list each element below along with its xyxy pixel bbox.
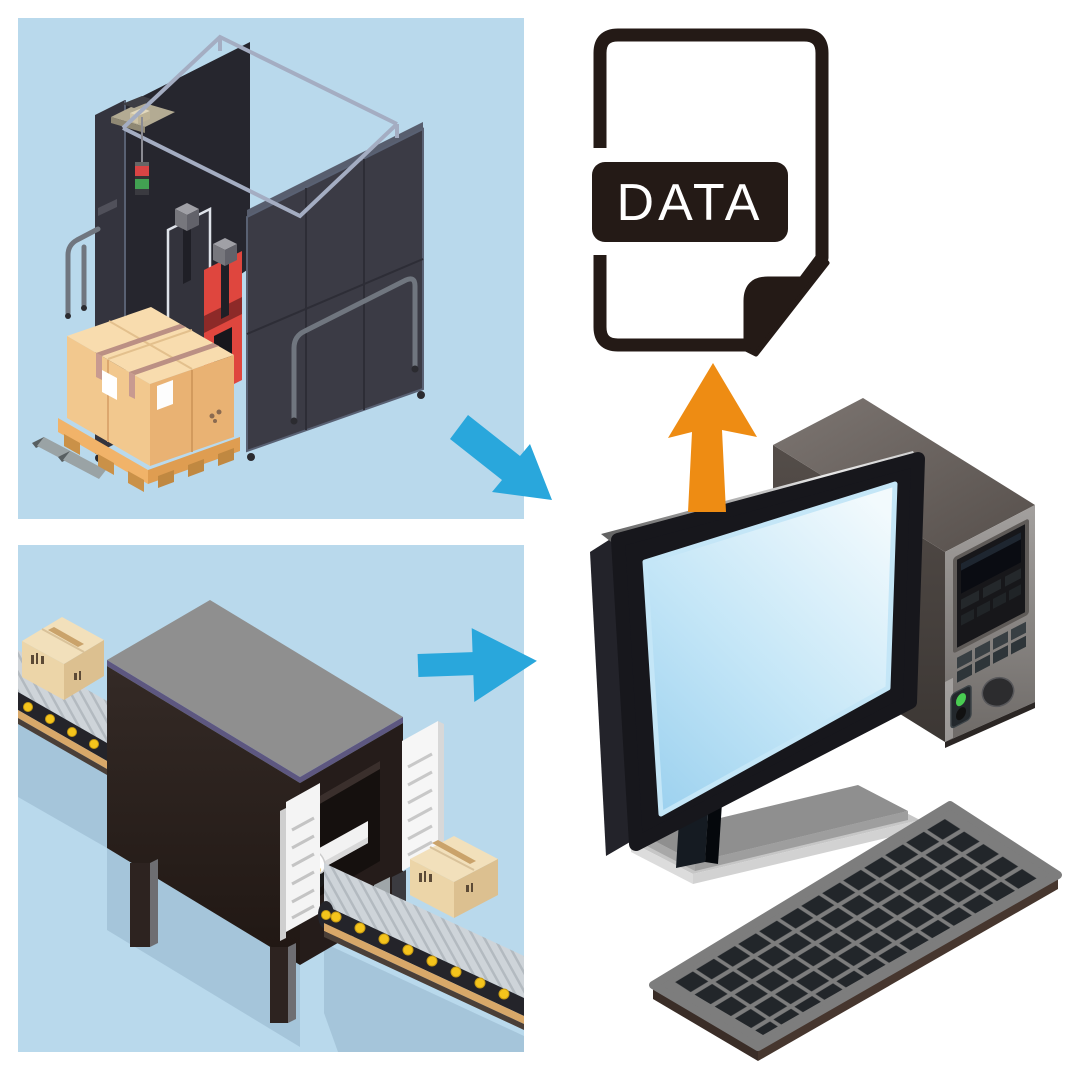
data-file-icon: DATA [587, 28, 830, 357]
power-led [956, 693, 966, 707]
upload-arrow [668, 363, 757, 512]
scan-tunnel-machine [107, 600, 444, 1023]
cardboard-boxes [67, 307, 234, 466]
strip-curtains [280, 721, 444, 941]
conveyor-scanner-panel [18, 545, 524, 1052]
keyboard [649, 801, 1062, 1061]
flow-arrow-top [450, 415, 552, 500]
power-button [950, 685, 972, 729]
keyboard-keys [673, 817, 1039, 1035]
floor-shadow [324, 943, 524, 1052]
tower-knob [981, 676, 1015, 708]
shipping-label [102, 370, 117, 400]
pallet-with-boxes [32, 307, 240, 492]
shipping-label [157, 380, 173, 410]
tower-front-panel [945, 519, 1029, 742]
cardboard-box-in [22, 617, 104, 700]
flow-arrow-bottom [417, 628, 537, 703]
desktop-computer [590, 398, 1062, 1061]
arrow-down-right-icon [450, 415, 552, 500]
monitor-screen [642, 481, 898, 817]
drive-bay-display [961, 532, 1021, 594]
floor-shadow [18, 722, 107, 848]
handrails [65, 226, 418, 421]
frame-rails [121, 34, 399, 219]
outfeed-conveyor [318, 863, 524, 1030]
monitor [590, 451, 925, 856]
signal-light [135, 117, 149, 195]
arrow-up-icon [668, 363, 757, 512]
pallet-scanner-panel [18, 18, 524, 519]
folded-corner-icon [743, 254, 830, 357]
data-badge [592, 162, 788, 242]
sensor-heads [175, 203, 237, 319]
pallet-scanner-gate-machine [65, 34, 425, 462]
cardboard-box-out [410, 836, 498, 918]
data-badge-label: DATA [617, 174, 764, 232]
arrow-right-icon [417, 628, 537, 703]
